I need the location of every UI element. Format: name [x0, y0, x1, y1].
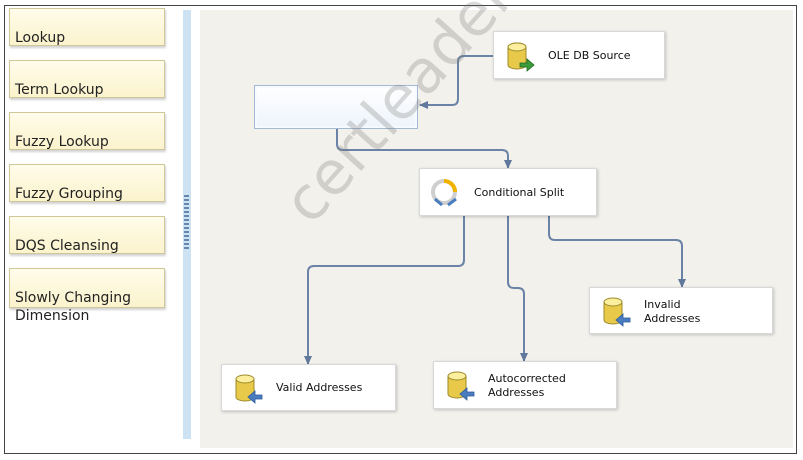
connector-split-to-autocorrected[interactable]: [507, 215, 528, 362]
toolbox-item-label: DQS Cleansing: [15, 238, 119, 254]
db-source-icon: [502, 39, 536, 76]
connector-split-to-valid[interactable]: [304, 215, 465, 365]
toolbox-item-label: Slowly Changing Dimension: [15, 290, 132, 324]
db-destination-icon: [598, 294, 632, 331]
autocorrected-addresses-destination[interactable]: Autocorrected Addresses: [433, 361, 617, 409]
panel-splitter[interactable]: [183, 10, 191, 439]
invalid-addresses-destination[interactable]: Invalid Addresses: [589, 287, 773, 334]
conditional-split-component[interactable]: Conditional Split: [419, 168, 597, 216]
toolbox-item-lookup[interactable]: Lookup: [9, 8, 165, 46]
component-label: OLE DB Source: [548, 49, 631, 62]
toolbox-item-label: Fuzzy Grouping: [15, 186, 123, 202]
connector-split-to-invalid[interactable]: [548, 215, 686, 288]
db-destination-icon: [230, 371, 264, 408]
connector-empty-to-split[interactable]: [336, 129, 512, 169]
splitter-grip-handle[interactable]: [184, 195, 189, 250]
toolbox-item-fuzzy-lookup[interactable]: Fuzzy Lookup: [9, 112, 165, 150]
conditional-split-icon: [428, 175, 464, 214]
toolbox-item-dqs-cleansing[interactable]: DQS Cleansing: [9, 216, 165, 254]
toolbox-item-label: Term Lookup: [15, 82, 104, 98]
component-label: Valid Addresses: [276, 381, 363, 394]
toolbox-item-term-lookup[interactable]: Term Lookup: [9, 60, 165, 98]
connector-source-to-empty[interactable]: [419, 55, 494, 109]
empty-data-flow-component[interactable]: [254, 85, 418, 129]
ole-db-source-component[interactable]: OLE DB Source: [493, 31, 665, 79]
component-label: Invalid Addresses: [644, 298, 701, 325]
toolbox-item-label: Fuzzy Lookup: [15, 134, 109, 150]
valid-addresses-destination[interactable]: Valid Addresses: [221, 364, 396, 411]
toolbox-item-fuzzy-grouping[interactable]: Fuzzy Grouping: [9, 164, 165, 202]
component-label: Autocorrected Addresses: [488, 372, 566, 399]
toolbox-item-slowly-changing-dimension[interactable]: Slowly Changing Dimension: [9, 268, 165, 324]
toolbox-item-label: Lookup: [15, 30, 66, 46]
db-destination-icon: [442, 368, 476, 405]
component-label: Conditional Split: [474, 186, 565, 199]
